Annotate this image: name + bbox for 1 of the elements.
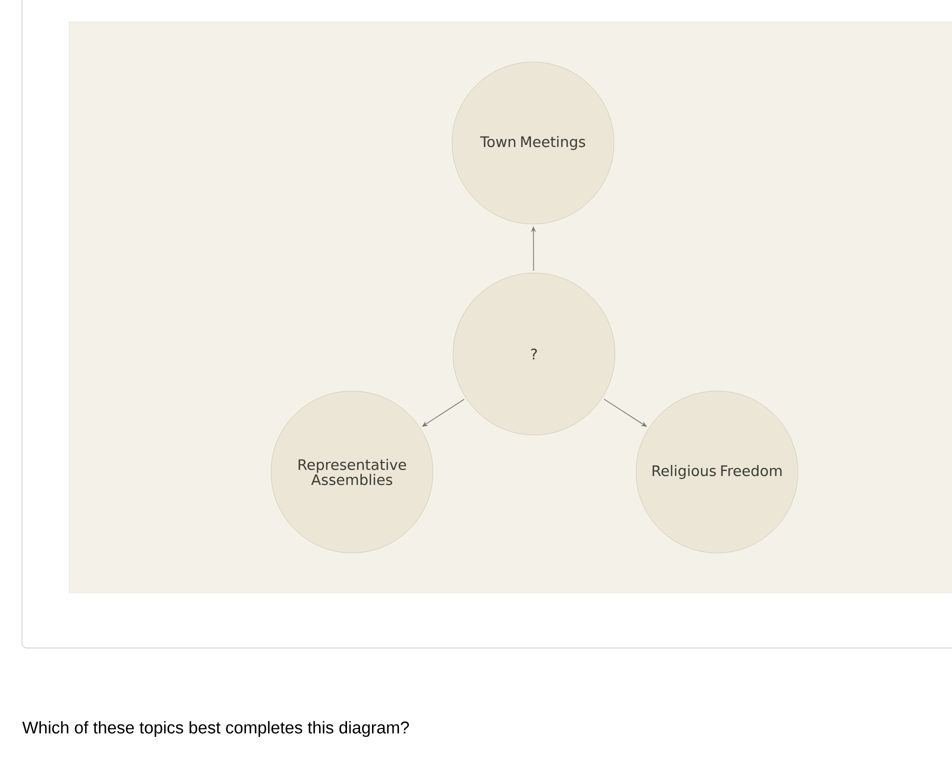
question-text: Which of these topics best completes this diagram?: [22, 721, 409, 737]
